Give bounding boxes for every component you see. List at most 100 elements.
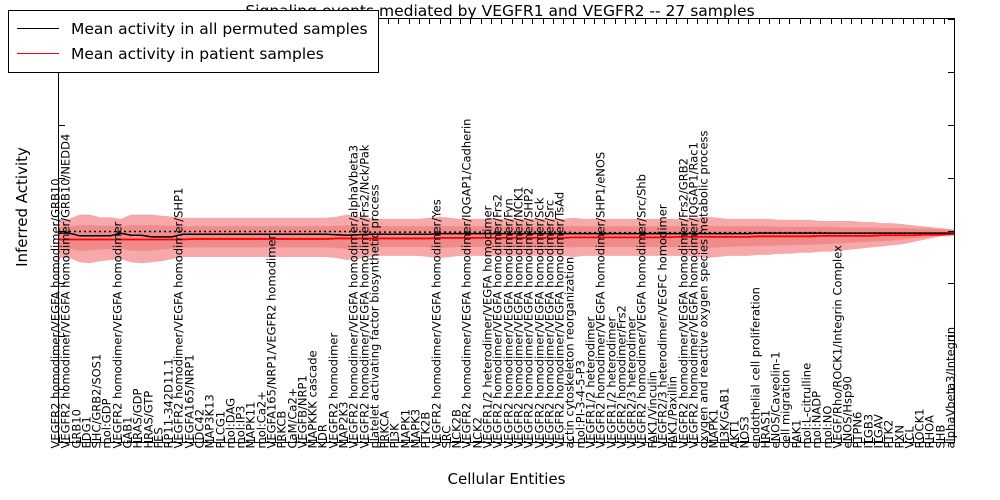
x-tick-mark (161, 437, 163, 442)
x-tick-mark (748, 437, 750, 442)
x-tick-mark (881, 19, 883, 24)
x-tick-mark (954, 437, 955, 442)
x-tick-mark (460, 437, 462, 442)
x-tick-mark (501, 19, 503, 24)
y-tick-mark (948, 336, 954, 338)
y-tick-mark (948, 71, 954, 73)
y-tick-mark (59, 230, 65, 232)
y-tick-mark (948, 283, 954, 285)
x-tick-mark (583, 437, 585, 442)
y-tick-mark (948, 19, 954, 20)
x-tick-mark (511, 437, 513, 442)
x-tick-mark (614, 19, 616, 24)
x-tick-mark (809, 437, 811, 442)
x-tick-mark (676, 19, 678, 24)
x-tick-mark (912, 437, 914, 442)
x-tick-mark (871, 19, 873, 24)
y-tick-mark (948, 124, 954, 126)
x-tick-mark (244, 437, 246, 442)
y-tick-mark (59, 177, 65, 179)
x-tick-mark (213, 437, 215, 442)
x-tick-mark (851, 437, 853, 442)
x-tick-mark (593, 437, 595, 442)
x-tick-mark (69, 437, 71, 442)
x-tick-mark (439, 19, 441, 24)
x-tick-mark (954, 19, 955, 24)
x-tick-mark (799, 19, 801, 24)
x-tick-mark (635, 19, 637, 24)
x-tick-mark (264, 437, 266, 442)
x-tick-mark (789, 19, 791, 24)
x-tick-mark (614, 437, 616, 442)
x-tick-mark (223, 437, 225, 442)
legend-line-black-icon (17, 28, 59, 29)
x-tick-mark (357, 437, 359, 442)
x-tick-mark (624, 19, 626, 24)
x-tick-mark (665, 437, 667, 442)
x-tick-mark (676, 437, 678, 442)
x-tick-mark (902, 437, 904, 442)
y-tick-mark (948, 442, 954, 443)
x-tick-mark (511, 19, 513, 24)
line-mean-permuted-dotted (59, 230, 954, 234)
x-tick-mark (768, 437, 770, 442)
x-tick-mark (470, 437, 472, 442)
x-tick-mark (902, 19, 904, 24)
x-tick-mark (449, 19, 451, 24)
x-tick-mark (398, 437, 400, 442)
x-tick-mark (285, 437, 287, 442)
x-tick-mark (120, 437, 122, 442)
x-tick-mark (521, 437, 523, 442)
x-tick-mark (305, 437, 307, 442)
x-tick-mark (336, 437, 338, 442)
x-tick-mark (809, 19, 811, 24)
legend-item-patient: Mean activity in patient samples (17, 41, 368, 66)
x-tick-mark (100, 437, 102, 442)
x-tick-mark (758, 19, 760, 24)
x-tick-mark (923, 437, 925, 442)
x-tick-mark (326, 437, 328, 442)
x-tick-mark (172, 437, 174, 442)
x-tick-mark (295, 437, 297, 442)
x-tick-mark (110, 437, 112, 442)
x-tick-mark (881, 437, 883, 442)
x-tick-mark (316, 437, 318, 442)
x-tick-mark (347, 437, 349, 442)
x-tick-mark (943, 19, 945, 24)
x-tick-mark (480, 437, 482, 442)
y-tick-mark (948, 177, 954, 179)
x-tick-mark (635, 437, 637, 442)
x-tick-mark (532, 437, 534, 442)
x-tick-mark (79, 437, 81, 442)
x-tick-mark (686, 437, 688, 442)
x-tick-mark (707, 437, 709, 442)
x-tick-mark (182, 437, 184, 442)
x-tick-mark (501, 437, 503, 442)
x-tick-mark (429, 437, 431, 442)
x-tick-mark (491, 437, 493, 442)
x-tick-mark (758, 437, 760, 442)
x-tick-mark (275, 437, 277, 442)
x-tick-mark (727, 19, 729, 24)
line-mean-patient (59, 233, 954, 241)
x-tick-mark (604, 19, 606, 24)
x-tick-mark (624, 437, 626, 442)
x-tick-mark (593, 19, 595, 24)
x-tick-mark (737, 19, 739, 24)
x-tick-mark (89, 437, 91, 442)
x-tick-mark (696, 19, 698, 24)
x-tick-mark (943, 437, 945, 442)
legend-line-red-icon (17, 53, 59, 54)
x-tick-mark (388, 19, 390, 24)
legend-label-permuted: Mean activity in all permuted samples (71, 19, 368, 38)
y-tick-mark (59, 336, 65, 338)
y-tick-mark (59, 124, 65, 126)
x-tick-mark (542, 19, 544, 24)
x-tick-mark (552, 19, 554, 24)
x-tick-mark (717, 437, 719, 442)
x-tick-mark (727, 437, 729, 442)
x-tick-mark (377, 437, 379, 442)
x-tick-mark (604, 437, 606, 442)
x-tick-mark (59, 437, 60, 442)
